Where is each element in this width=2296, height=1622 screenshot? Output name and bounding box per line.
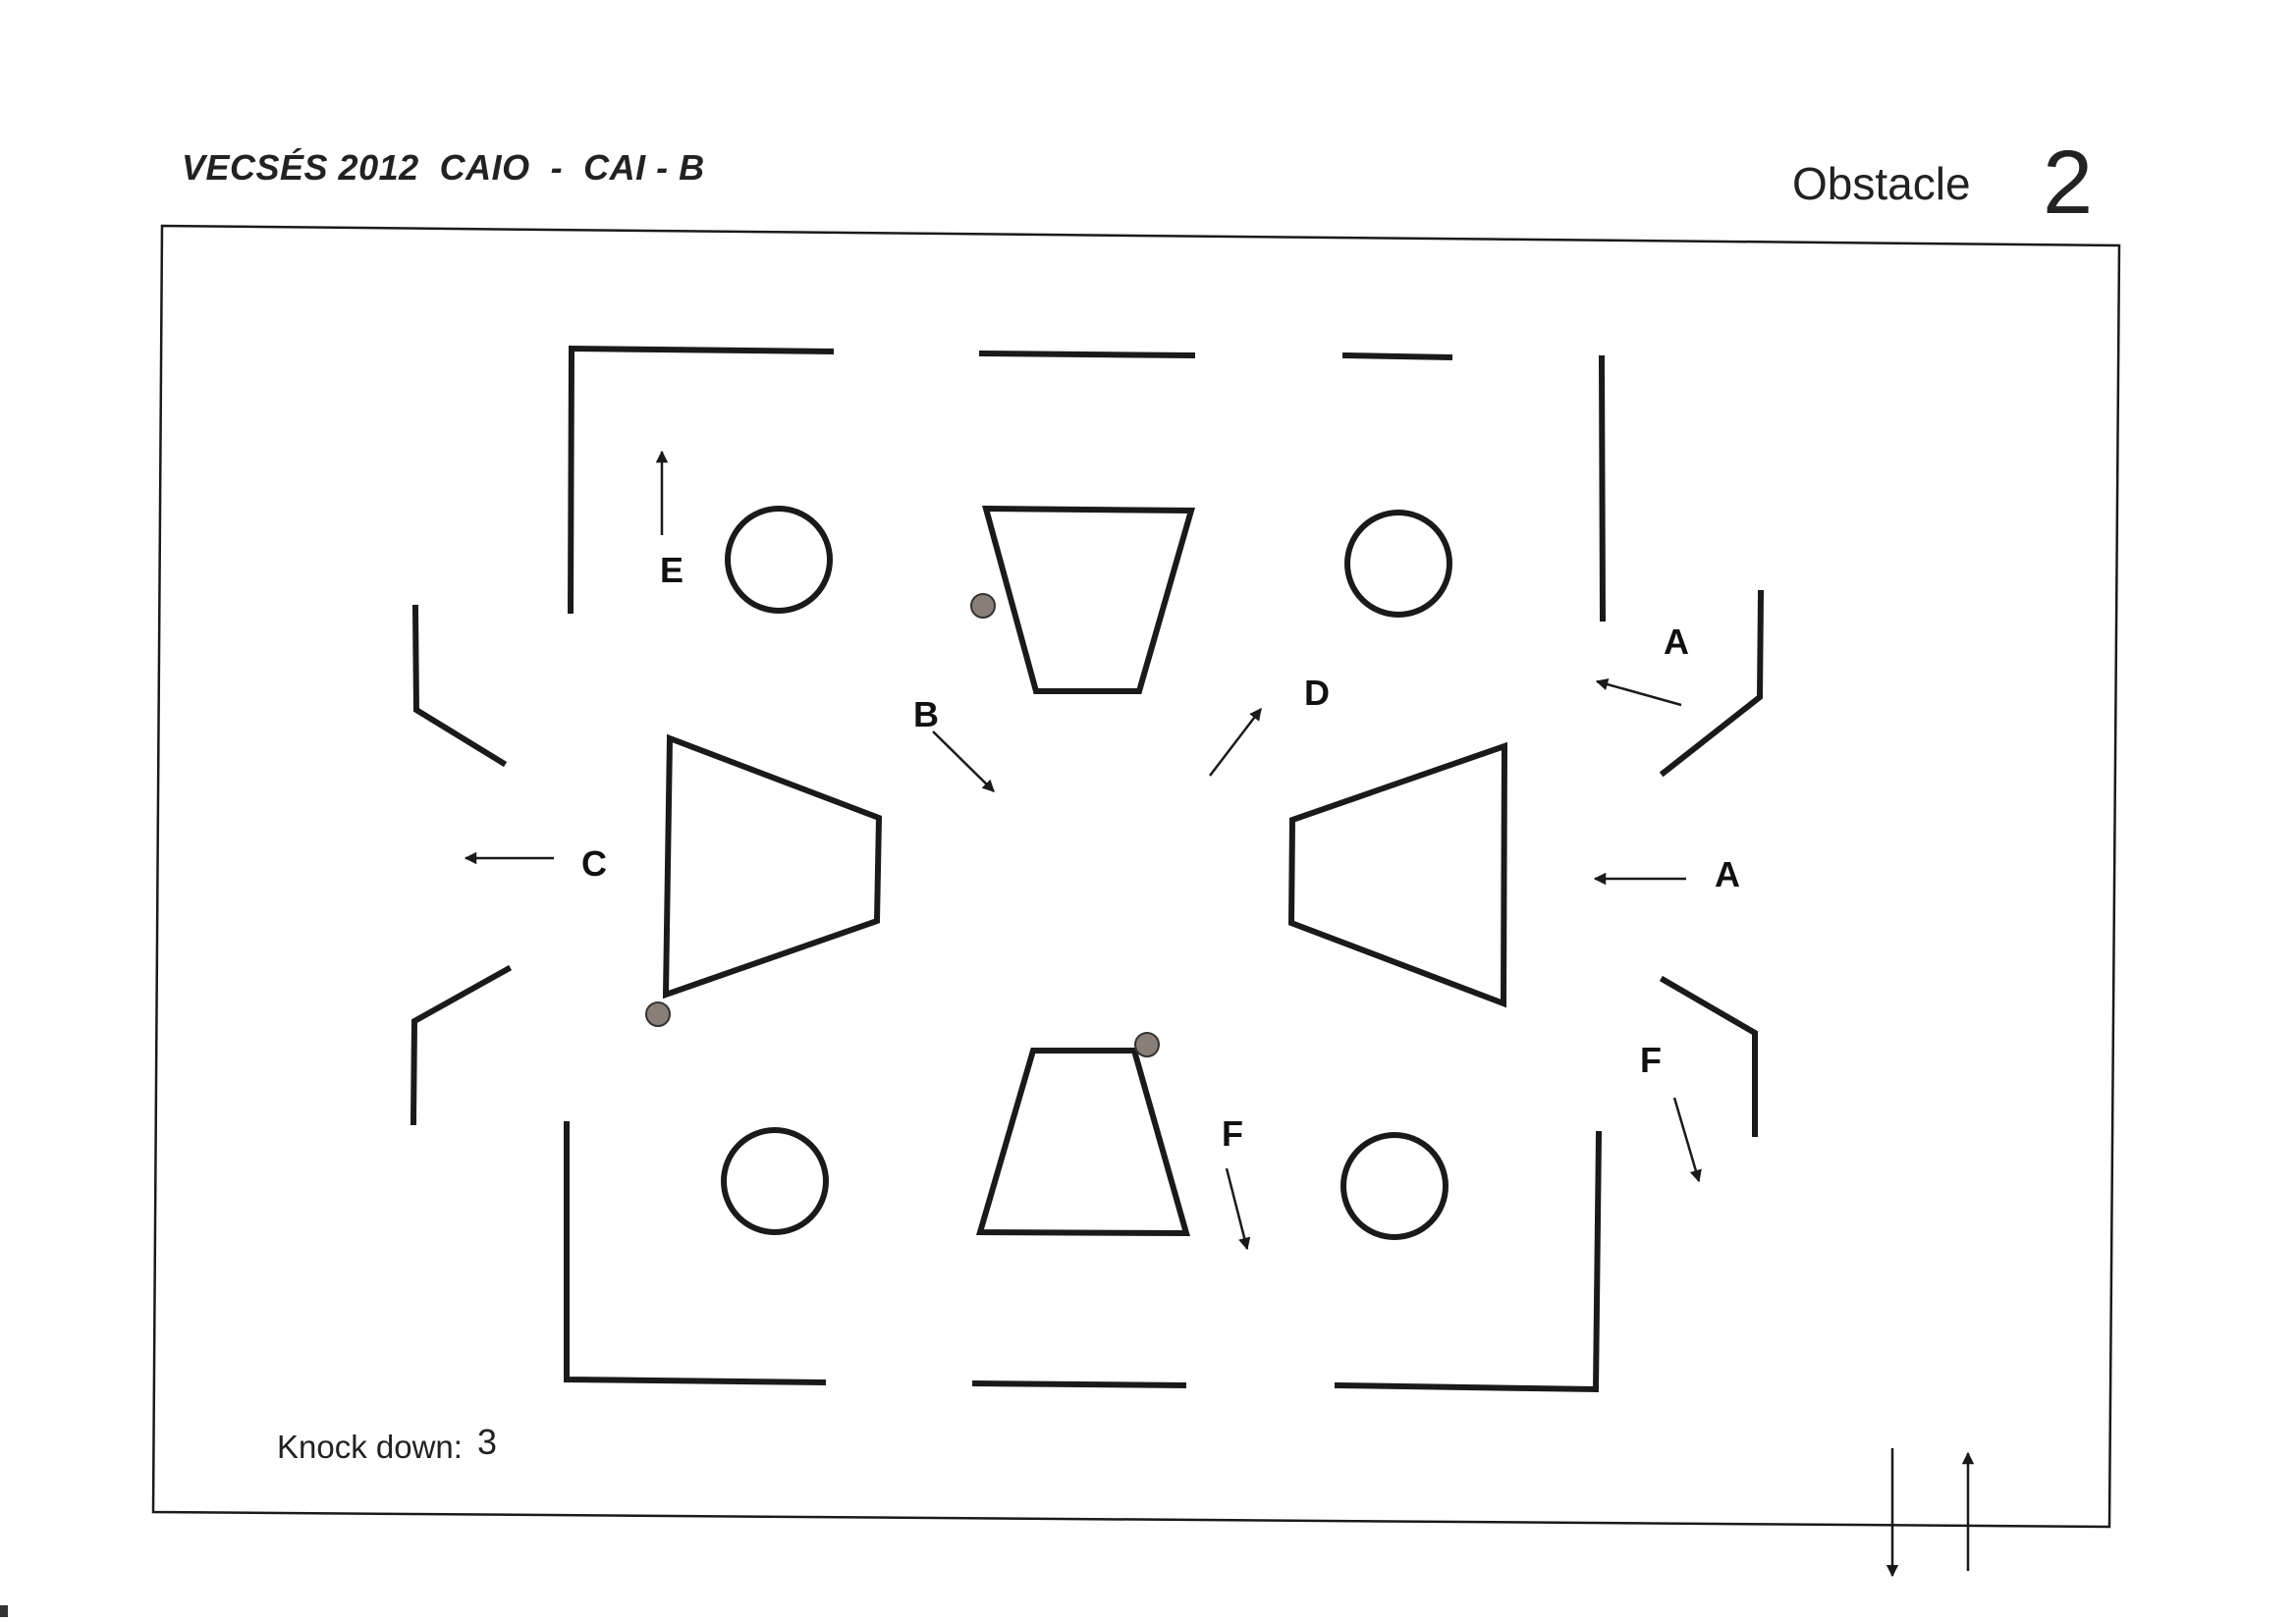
gate-label-f-right: F [1640, 1040, 1662, 1080]
knock-down-value: 3 [477, 1422, 498, 1462]
scan-corner-mark [0, 1605, 8, 1617]
trapezoid-left [662, 733, 883, 1000]
gate-label-a-upper: A [1664, 622, 1689, 662]
knock-down-label: Knock down: [277, 1429, 463, 1465]
gate-label-b: B [913, 694, 939, 734]
knockdown-ball-top [970, 593, 996, 619]
fence-top-left [567, 345, 835, 615]
arrow-b [932, 730, 995, 792]
gate-label-a-lower: A [1715, 854, 1740, 894]
arrow-d [1209, 708, 1262, 777]
trapezoid-bottom [976, 1048, 1190, 1237]
knockdown-ball-left [645, 1001, 671, 1027]
fence-bottom-right [1334, 1130, 1603, 1393]
fence-bottom-left [564, 1121, 827, 1386]
trapezoid-right [1287, 741, 1508, 1008]
gate-label-d: D [1304, 673, 1330, 713]
knockdown-ball-bottom [1134, 1032, 1160, 1057]
event-title: VECSÉS 2012 CAIO - CAI - B [182, 147, 705, 188]
trapezoid-top [982, 505, 1195, 694]
obstacle-number: 2 [2043, 133, 2094, 233]
fence-top-right [1341, 351, 1453, 361]
circle-top-right [1344, 510, 1452, 618]
fence-right-lower [1659, 975, 1758, 1137]
obstacle-label: Obstacle [1792, 158, 1971, 209]
outer-frame [151, 224, 2121, 1529]
gate-label-e: E [660, 550, 683, 590]
circle-bottom-right [1340, 1132, 1449, 1240]
circle-bottom-left [721, 1127, 829, 1235]
fence-right-vertical-top [1598, 354, 1607, 622]
fence-left-lower [410, 964, 513, 1126]
fence-top-center [978, 350, 1196, 359]
fence-left-upper [411, 604, 508, 768]
gate-label-f-left: F [1222, 1113, 1243, 1154]
circle-top-left [725, 506, 833, 614]
gate-label-c: C [581, 843, 607, 884]
fence-right-upper [1659, 589, 1765, 778]
arrow-f-right [1672, 1097, 1702, 1183]
arrow-a-upper [1595, 678, 1682, 707]
arrow-f-left [1225, 1167, 1251, 1251]
fence-bottom-center [971, 1379, 1187, 1389]
